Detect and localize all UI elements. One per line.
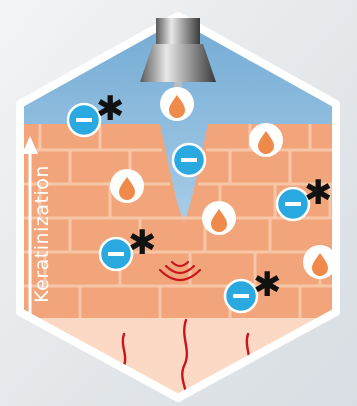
keratinization-label: Keratinization [30, 149, 54, 319]
asterisk-icon: ✱ [304, 173, 333, 213]
water-drop-icon [303, 245, 337, 279]
water-drop-icon [249, 123, 283, 157]
water-drop-icon [160, 87, 194, 121]
asterisk-icon: ✱ [253, 265, 282, 305]
water-drop-icon [110, 169, 144, 203]
asterisk-icon: ✱ [96, 89, 125, 129]
water-drop-icon [202, 201, 236, 235]
negative-ion-icon [173, 144, 205, 176]
asterisk-icon: ✱ [128, 223, 157, 263]
